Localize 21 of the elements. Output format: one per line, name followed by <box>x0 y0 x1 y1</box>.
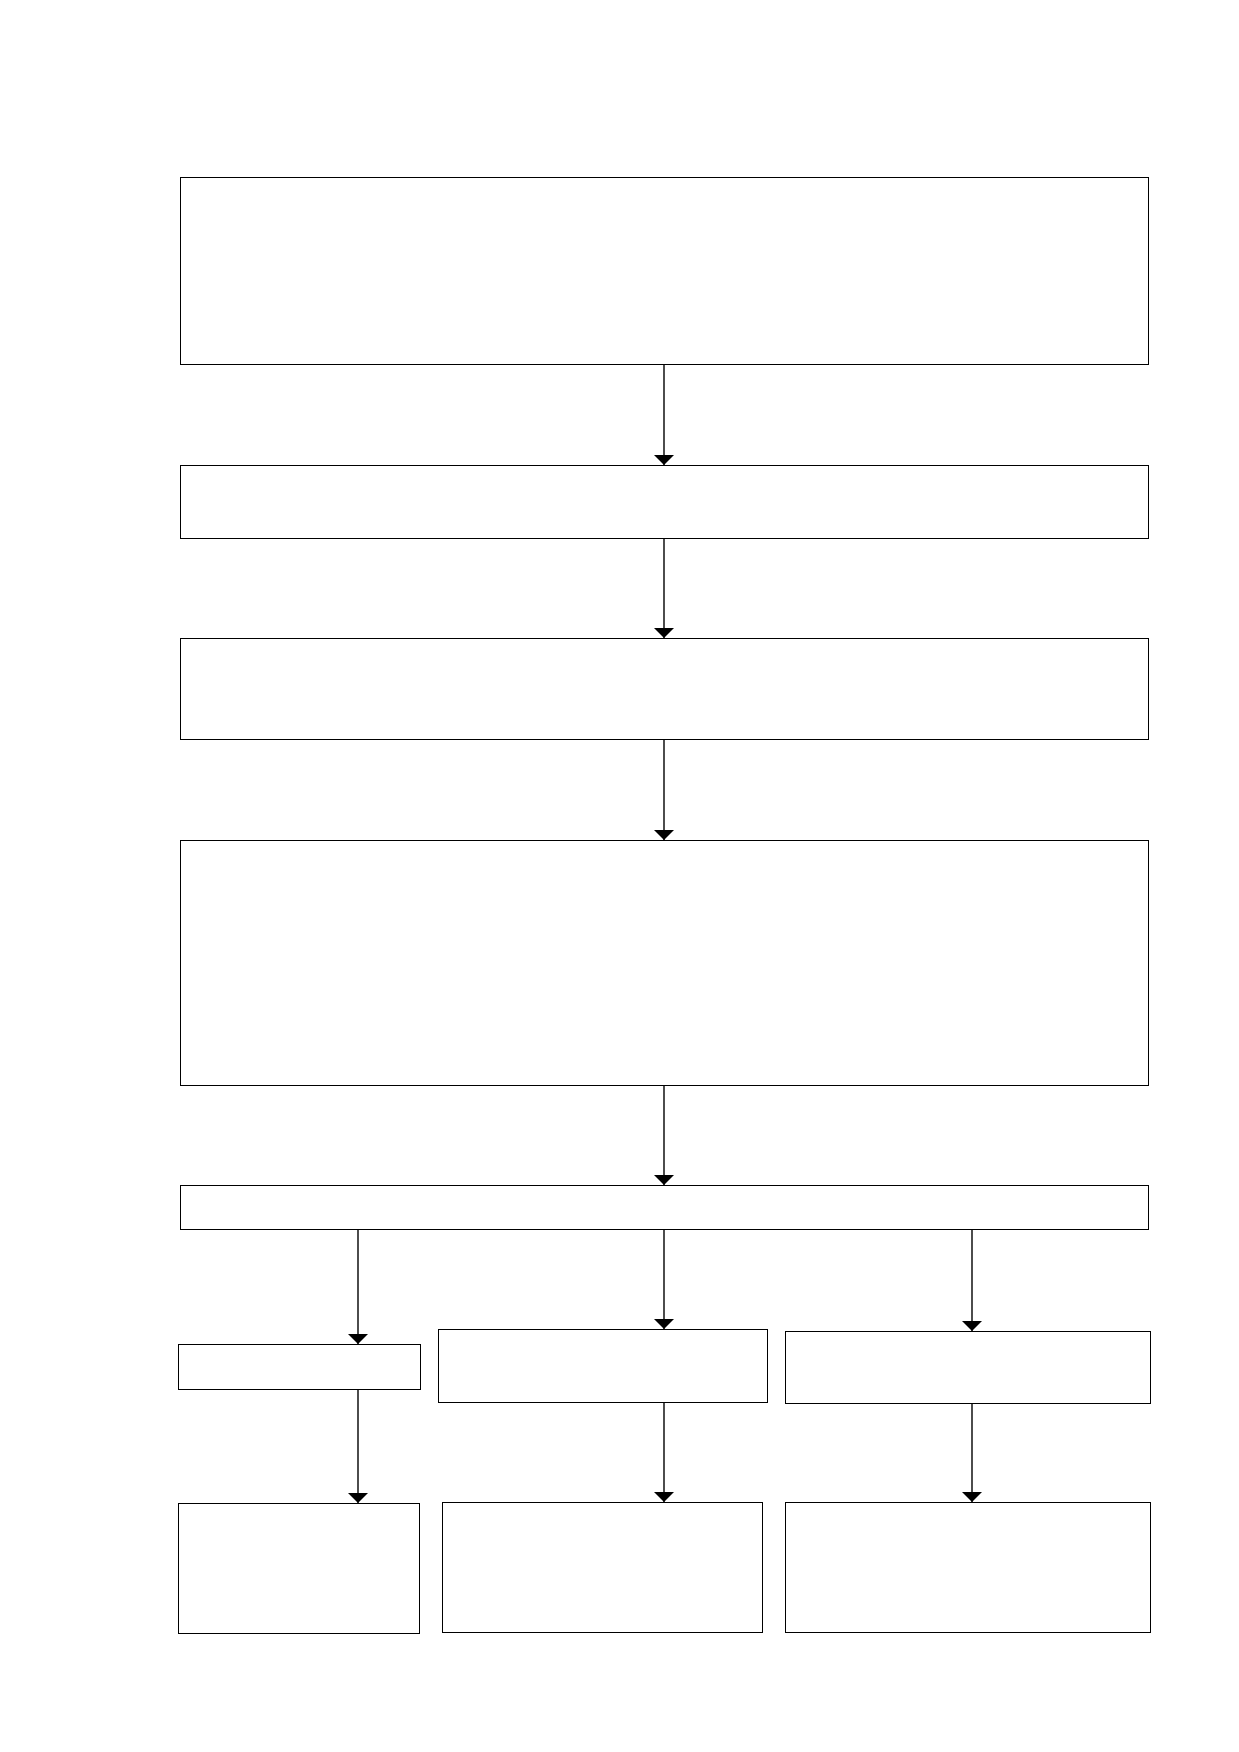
empty-box <box>180 465 1149 539</box>
empty-box <box>180 1185 1149 1230</box>
arrow <box>962 1403 982 1503</box>
empty-box <box>178 1344 421 1390</box>
empty-box <box>785 1331 1151 1404</box>
arrow <box>654 1229 674 1330</box>
empty-box <box>442 1502 763 1633</box>
arrow <box>654 1402 674 1503</box>
empty-box <box>438 1329 768 1403</box>
arrow <box>348 1229 368 1345</box>
empty-box <box>785 1502 1151 1633</box>
empty-box <box>178 1503 420 1634</box>
arrow <box>654 739 674 841</box>
empty-box <box>180 638 1149 740</box>
arrow <box>654 538 674 639</box>
arrow <box>654 364 674 466</box>
arrow <box>348 1389 368 1504</box>
arrow <box>962 1229 982 1332</box>
arrow <box>654 1085 674 1186</box>
empty-box <box>180 840 1149 1086</box>
empty-box <box>180 177 1149 365</box>
